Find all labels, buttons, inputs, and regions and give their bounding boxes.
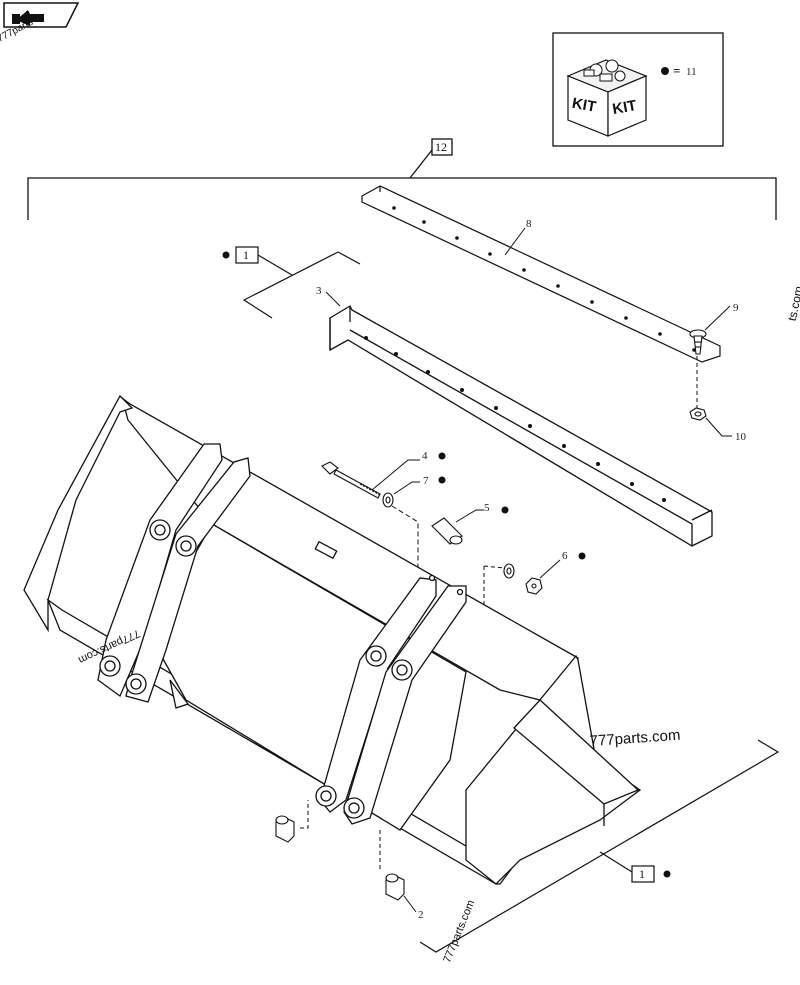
part-2-bushing-left	[275, 815, 295, 843]
part-10-nut	[689, 407, 707, 421]
kit-marker-7	[438, 476, 446, 484]
kit-bullet-icon	[661, 67, 669, 75]
part-7-washer	[382, 492, 394, 508]
callout-1-bottom: 1	[639, 867, 645, 881]
bucket-assembly	[23, 394, 642, 885]
callout-9: 9	[733, 302, 739, 314]
nav-arrow-icon[interactable]	[3, 2, 80, 28]
callout-1-top: 1	[243, 248, 249, 262]
watermark-right-edge: ts.com	[785, 285, 800, 322]
callout-7: 7	[423, 475, 429, 487]
part-6-washer-nut	[503, 563, 543, 595]
kit-legend: KIT KIT = 11	[552, 32, 724, 147]
kit-equals: =	[673, 63, 680, 78]
kit-box-icon	[566, 59, 648, 137]
callout-4: 4	[422, 450, 428, 462]
watermark-center: 777parts.com	[589, 727, 681, 750]
bracket-1-top	[222, 246, 361, 319]
callout-8: 8	[526, 218, 532, 230]
part-4-pin-bolt	[321, 461, 381, 499]
callout-3: 3	[316, 285, 322, 297]
kit-label-right: KIT	[611, 97, 638, 118]
kit-marker-6	[578, 552, 586, 560]
bracket-12	[27, 138, 777, 220]
bracket-1-bottom	[419, 739, 780, 953]
part-3-cutting-edge	[329, 305, 713, 547]
part-5-bushing	[431, 517, 463, 545]
part-2-bushing-right	[385, 873, 405, 901]
kit-ref: 11	[686, 66, 697, 78]
kit-label-left: KIT	[571, 95, 598, 116]
callout-5: 5	[484, 502, 490, 514]
kit-marker-4	[438, 452, 446, 460]
callout-12: 12	[435, 140, 447, 154]
part-9-plow-bolt	[689, 329, 707, 355]
part-8-wear-strip	[361, 185, 721, 363]
callout-10: 10	[735, 431, 747, 443]
callout-2: 2	[418, 909, 424, 921]
callout-6: 6	[562, 550, 568, 562]
kit-marker-5	[501, 506, 509, 514]
